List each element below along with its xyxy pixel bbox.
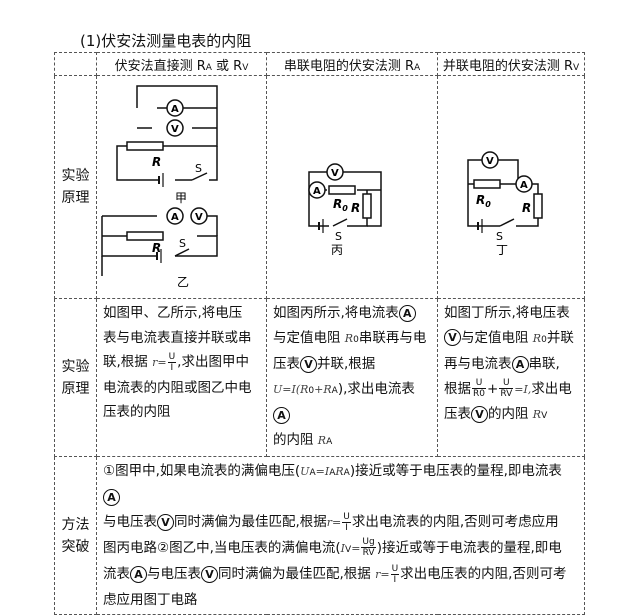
figure-label-bing: 丙 <box>331 243 343 257</box>
voltmeter-jia-label: V <box>171 124 179 135</box>
voltmeter-ding <box>481 151 499 169</box>
voltmeter-symbol: V <box>471 405 488 423</box>
resistor-yi <box>126 231 164 241</box>
resistor-bing-label: R <box>351 201 360 215</box>
ammeter-symbol: A <box>103 489 120 506</box>
voltmeter-jia <box>166 119 184 137</box>
voltmeter-yi-label: V <box>195 212 203 223</box>
switch-jia-icon <box>191 172 208 181</box>
header-col1: 伏安法直接测 RA 或 RV <box>96 52 267 76</box>
ammeter-jia <box>166 99 184 117</box>
switch-ding-label: S <box>496 230 503 243</box>
resistor-yi-label: R <box>152 241 161 255</box>
circuit-cell-ding: V A R0 R S 丁 <box>437 75 585 299</box>
resistor-bing <box>362 193 372 219</box>
circuit-jia-yi-diagram: A V R S 甲 A V R S 乙 <box>101 85 218 289</box>
switch-bing-label: S <box>335 230 342 243</box>
voltmeter-ding-label: V <box>486 156 494 167</box>
resistor-jia-label: R <box>152 155 161 169</box>
ammeter-ding <box>515 175 533 193</box>
resistor-jia <box>126 141 164 151</box>
voltmeter-symbol: V <box>444 329 461 346</box>
circuit-cell-jia-yi: A V R S 甲 A V R S 乙 <box>96 75 267 299</box>
section-title: (1)伏安法测量电表的内阻 <box>80 32 252 50</box>
ammeter-symbol: A <box>273 406 290 424</box>
ammeter-yi <box>166 207 184 225</box>
resistor-ding <box>533 193 543 219</box>
method-table: 伏安法直接测 RA 或 RV 串联电阻的伏安法测 RA 并联电阻的伏安法测 RV… <box>54 52 585 615</box>
row-label-principle-1: 实验原理 <box>54 75 97 299</box>
voltmeter-symbol: V <box>157 513 174 531</box>
ammeter-bing <box>308 181 326 199</box>
header-col2: 串联电阻的伏安法测 RA <box>266 52 438 76</box>
breakthrough-cell: ①图甲中,如果电流表的满偏电压(UA=IARA)接近或等于电压表的量程,即电流表… <box>96 456 585 615</box>
voltmeter-symbol: V <box>201 565 218 583</box>
figure-label-jia: 甲 <box>175 191 187 205</box>
resistor0-bing-label: R0 <box>333 197 348 213</box>
header-col3: 并联电阻的伏安法测 RV <box>437 52 585 76</box>
voltmeter-yi <box>190 207 208 225</box>
switch-yi-label: S <box>179 237 186 250</box>
circuit-row: 实验原理 <box>54 75 585 299</box>
ammeter-ding-label: A <box>520 180 528 191</box>
resistor0-ding-label: R0 <box>476 193 491 209</box>
switch-jia-label: S <box>195 162 202 175</box>
resistor-ding-label: R <box>522 201 531 215</box>
ammeter-bing-label: A <box>313 186 321 197</box>
figure-label-yi: 乙 <box>177 275 189 289</box>
switch-ding-icon <box>499 218 515 227</box>
voltmeter-bing-label: V <box>331 168 339 179</box>
ammeter-symbol: A <box>398 304 416 322</box>
circuit-cell-bing: V A R0 R S 丙 <box>266 75 438 299</box>
circuit-bing-diagram: V A R0 R S 丙 <box>308 163 382 257</box>
circuit-ding-diagram: V A R0 R S 丁 <box>467 151 543 257</box>
table-header-row: 伏安法直接测 RA 或 RV 串联电阻的伏安法测 RA 并联电阻的伏安法测 RV <box>54 52 585 76</box>
ammeter-symbol: A <box>130 565 147 583</box>
row-label-principle-2: 实验原理 <box>54 298 97 457</box>
ammeter-jia-label: A <box>171 104 179 115</box>
header-empty-cell <box>54 52 97 76</box>
switch-bing-icon <box>332 218 348 227</box>
figure-label-ding: 丁 <box>496 243 508 257</box>
switch-yi-icon <box>174 248 190 257</box>
voltmeter-symbol: V <box>300 355 317 373</box>
ammeter-symbol: A <box>511 355 529 373</box>
ammeter-yi-label: A <box>171 212 179 223</box>
voltmeter-bing <box>326 163 344 181</box>
resistor0-ding <box>473 179 501 189</box>
row-label-breakthrough: 方法突破 <box>54 456 97 615</box>
resistor0-bing <box>328 185 356 195</box>
breakthrough-row: 方法突破 ①图甲中,如果电流表的满偏电压(UA=IARA)接近或等于电压表的量程… <box>54 456 585 615</box>
